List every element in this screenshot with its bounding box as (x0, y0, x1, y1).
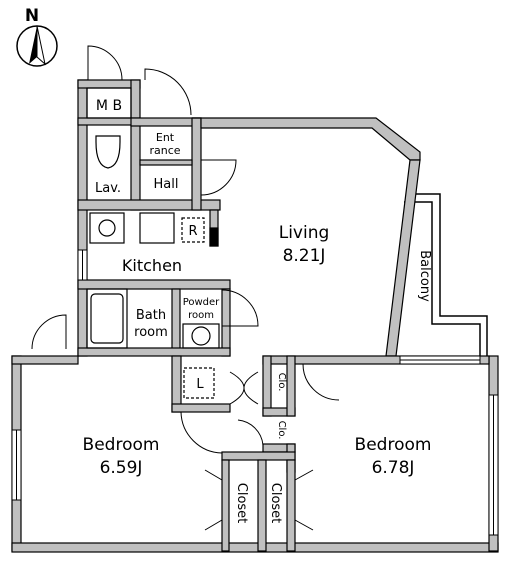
bathtub-inner (90, 293, 124, 344)
washbasin-bowl (191, 326, 211, 346)
compass-north-label: N (25, 6, 39, 26)
room-labels: M B Ent rance Lav. Hall R Kitchen Living… (83, 98, 432, 523)
room-label-mb: M B (96, 98, 122, 114)
balcony (404, 193, 488, 356)
stove-burner (98, 219, 116, 237)
door-closet-icon (237, 419, 264, 446)
door-laundry-1 (229, 371, 259, 389)
room-label-kitchen: Kitchen (122, 256, 182, 275)
stove-icon (89, 212, 125, 244)
door-powder-icon (221, 289, 259, 327)
fridge-icon (181, 217, 205, 243)
toilet-icon (95, 135, 121, 169)
doors (31, 45, 340, 531)
room-label-entrance-2: rance (149, 144, 180, 157)
room-label-bathroom-1: Bath (136, 308, 166, 323)
door-bedroom-left-icon (180, 411, 223, 454)
room-label-bedroom-left-size: 6.59J (100, 458, 143, 478)
closet-door-right-icon (294, 469, 314, 531)
room-label-closet-small-1: Clo. (276, 373, 287, 392)
door-laundry-2 (229, 387, 259, 405)
room-label-bathroom-2: room (134, 325, 168, 340)
door-bath-icon (31, 314, 67, 350)
door-entrance-icon (144, 68, 192, 116)
room-label-balcony: Balcony (417, 250, 432, 302)
room-label-refrigerator: R (188, 224, 197, 239)
bathtub-icon (86, 288, 128, 349)
room-label-lavatory: Lav. (95, 181, 121, 196)
room-label-living-size: 8.21J (283, 246, 326, 266)
closet-door-left-icon (204, 469, 223, 531)
compass-needle-light (36, 25, 46, 66)
room-label-powder-1: Powder (183, 297, 220, 308)
walls (11, 79, 499, 553)
room-label-living-name: Living (279, 223, 330, 243)
room-label-entrance-1: Ent (156, 131, 175, 144)
fixtures (86, 87, 220, 399)
sink-icon (139, 212, 175, 244)
door-mb-icon (87, 45, 123, 81)
room-label-laundry: L (196, 377, 204, 392)
room-label-bedroom-left-name: Bedroom (83, 435, 160, 455)
door-living-icon (200, 159, 237, 196)
compass: N (16, 6, 58, 67)
room-label-closet-small-2: Clo. (276, 421, 287, 440)
room-label-closet-right: Closet (268, 483, 283, 524)
washbasin-icon (182, 323, 220, 349)
laundry-box (183, 367, 215, 399)
room-label-bedroom-right-size: 6.78J (372, 458, 415, 478)
mb-box (86, 87, 132, 119)
compass-needle-icon (29, 26, 37, 64)
fridge-shelf (209, 227, 219, 247)
room-label-closet-left: Closet (234, 483, 249, 524)
room-label-powder-2: room (188, 310, 214, 321)
door-bedroom-right-icon (302, 363, 340, 401)
room-label-hall: Hall (154, 177, 179, 192)
room-label-bedroom-right-name: Bedroom (355, 435, 432, 455)
windows (11, 249, 499, 536)
